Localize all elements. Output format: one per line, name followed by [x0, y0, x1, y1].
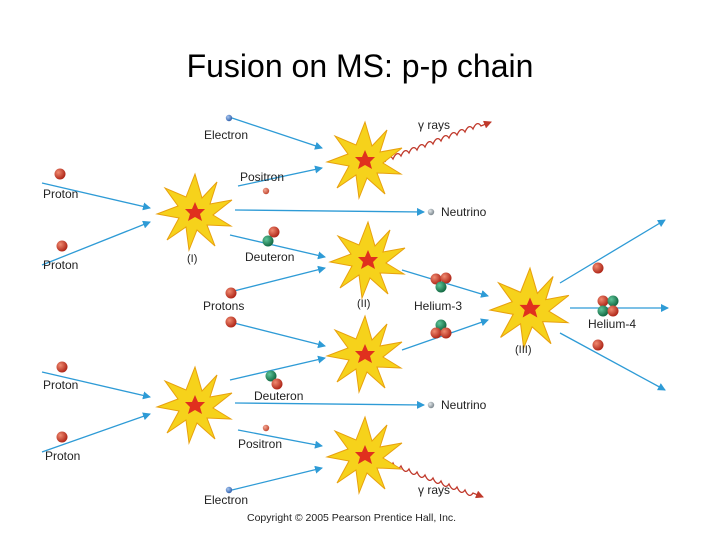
label-stage-1-top: (I) — [187, 253, 197, 265]
label-proton-2: Proton — [43, 258, 78, 272]
label-gamma-top: γ rays — [418, 118, 450, 132]
proton-particle-icon — [597, 295, 609, 307]
proton-particle-icon — [592, 339, 604, 351]
proton-out-bottom-arrow — [559, 332, 666, 391]
electron-bottom-arrow — [231, 465, 323, 491]
deuteron-top-arrow — [229, 234, 326, 260]
proton-1-arrow — [41, 182, 151, 211]
label-protons: Protons — [203, 299, 244, 313]
proton-particle-icon — [430, 273, 442, 285]
label-gamma-bottom: γ rays — [418, 483, 450, 497]
neutron-particle-icon — [607, 295, 619, 307]
proton-top-arrow — [229, 265, 326, 293]
neutrino-particle-icon — [427, 401, 435, 409]
neutrino-top-arrow — [234, 207, 425, 216]
fusion-burst-icon — [325, 120, 403, 200]
neutron-particle-icon — [435, 319, 447, 331]
positron-particle-icon — [262, 187, 270, 195]
proton-particle-icon — [592, 262, 604, 274]
label-neutrino-top: Neutrino — [441, 205, 487, 219]
proton-3-arrow — [41, 371, 151, 400]
proton-particle-icon — [607, 305, 619, 317]
proton-particle-icon — [430, 327, 442, 339]
gamma-ray-wave-bottom — [384, 459, 484, 499]
proton-particle-icon — [268, 226, 280, 238]
neutrino-particle-icon — [427, 208, 435, 216]
electron-particle-icon — [225, 486, 233, 494]
particles — [54, 114, 619, 494]
proton-particle-icon — [440, 272, 452, 284]
neutron-particle-icon — [435, 281, 447, 293]
label-stage-3: (III) — [515, 344, 532, 356]
neutrino-bottom-arrow — [234, 400, 425, 409]
fusion-burst-icon — [488, 266, 570, 350]
proton-particle-icon — [271, 378, 283, 390]
slide-title: Fusion on MS: p-p chain — [186, 48, 534, 84]
electron-particle-icon — [225, 114, 233, 122]
label-helium4: Helium-4 — [588, 317, 636, 331]
copyright-notice: Copyright © 2005 Pearson Prentice Hall, … — [247, 512, 456, 524]
proton-4-arrow — [41, 412, 151, 453]
fusion-burst-icon — [325, 415, 403, 495]
label-proton-1: Proton — [43, 187, 78, 201]
positron-bottom-arrow — [237, 429, 323, 449]
positron-particle-icon — [262, 424, 270, 432]
gamma-ray-wave-top — [384, 120, 492, 163]
proton-out-top-arrow — [559, 219, 666, 284]
proton-particle-icon — [56, 240, 68, 252]
proton-2-arrow — [41, 220, 151, 266]
electron-top-arrow — [231, 117, 323, 150]
label-positron-top: Positron — [240, 170, 284, 184]
proton-bottom-arrow — [229, 321, 326, 349]
neutron-particle-icon — [597, 305, 609, 317]
label-proton-4: Proton — [45, 449, 80, 463]
proton-particle-icon — [440, 327, 452, 339]
label-electron-bottom: Electron — [204, 493, 248, 507]
deuteron-bottom-arrow — [229, 355, 326, 381]
label-neutrino-bottom: Neutrino — [441, 398, 487, 412]
positron-top-arrow — [237, 165, 323, 187]
label-electron-top: Electron — [204, 128, 248, 142]
neutron-particle-icon — [265, 370, 277, 382]
fusion-burst-icon — [325, 314, 403, 394]
proton-particle-icon — [56, 361, 68, 373]
label-positron-bottom: Positron — [238, 437, 282, 451]
label-deuteron-bottom: Deuteron — [254, 389, 303, 403]
neutron-particle-icon — [262, 235, 274, 247]
label-proton-3: Proton — [43, 378, 78, 392]
fusion-burst-icon — [328, 220, 406, 300]
labels: Electron γ rays Positron Proton Neutrino… — [43, 118, 636, 524]
label-helium3: Helium-3 — [414, 299, 462, 313]
proton-particle-icon — [56, 431, 68, 443]
fusion-burst-icons — [155, 120, 570, 495]
proton-particle-icon — [225, 316, 237, 328]
reaction-arrows — [41, 117, 669, 491]
proton-particle-icon — [225, 287, 237, 299]
label-deuteron-top: Deuteron — [245, 250, 294, 264]
label-stage-2: (II) — [357, 298, 370, 310]
fusion-burst-icon — [155, 365, 233, 445]
fusion-burst-icon — [155, 172, 233, 252]
proton-particle-icon — [54, 168, 66, 180]
